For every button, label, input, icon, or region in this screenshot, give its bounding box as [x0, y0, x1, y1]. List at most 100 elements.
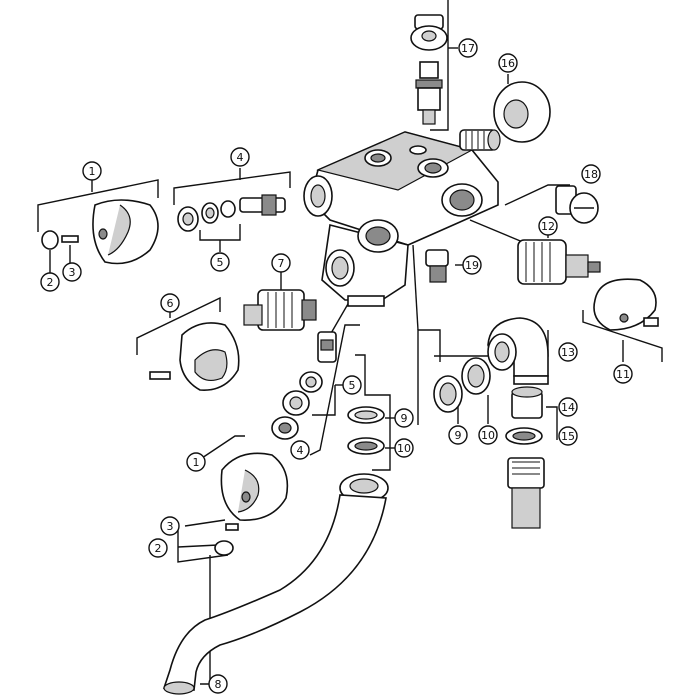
callout-c4b: 4	[290, 440, 310, 460]
callout-c15: 15	[558, 426, 578, 446]
callout-c12: 12	[538, 216, 558, 236]
callout-number: 17	[461, 42, 475, 55]
callout-number: 8	[215, 678, 222, 691]
callout-number: 2	[47, 276, 54, 289]
part-19-nipple	[425, 249, 449, 283]
callout-c2a: 2	[40, 272, 60, 292]
callout-number: 9	[455, 429, 462, 442]
part-7-cartridge	[243, 289, 317, 331]
callout-c17: 17	[458, 38, 478, 58]
callout-circle	[210, 252, 230, 272]
callout-c3b: 3	[160, 516, 180, 536]
callout-number: 2	[155, 542, 162, 555]
callout-c9b: 9	[448, 425, 468, 445]
callout-c9a: 9	[394, 408, 414, 428]
callout-circle	[478, 425, 498, 445]
callout-number: 6	[167, 297, 174, 310]
callout-circle	[186, 452, 206, 472]
callout-c3a: 3	[62, 262, 82, 282]
callout-circle	[160, 516, 180, 536]
part-1-handle-upper	[41, 199, 159, 265]
part-12-cartridge	[517, 239, 601, 285]
callout-number: 4	[297, 444, 304, 457]
callout-c16: 16	[498, 53, 518, 73]
callout-number: 15	[561, 430, 575, 443]
callout-c10b: 10	[478, 425, 498, 445]
callout-circle	[208, 674, 228, 694]
callout-circle	[394, 408, 414, 428]
callout-circle	[40, 272, 60, 292]
callout-number: 9	[401, 412, 408, 425]
callout-c1b: 1	[186, 452, 206, 472]
part-17-cap-assembly	[410, 14, 448, 125]
callout-circle	[558, 342, 578, 362]
callout-c1a: 1	[82, 161, 102, 181]
callout-c18: 18	[581, 164, 601, 184]
callout-c13: 13	[558, 342, 578, 362]
callout-c14: 14	[558, 397, 578, 417]
parts-9-10-rings-center	[347, 406, 385, 455]
callout-c11: 11	[613, 364, 633, 384]
callout-number: 13	[561, 346, 575, 359]
callout-c10a: 10	[394, 438, 414, 458]
callout-number: 7	[278, 257, 285, 270]
callout-circle	[458, 38, 478, 58]
callout-c2b: 2	[148, 538, 168, 558]
callout-c8: 8	[208, 674, 228, 694]
callout-circle	[448, 425, 468, 445]
callout-number: 18	[584, 168, 598, 181]
callout-number: 5	[349, 379, 356, 392]
part-13-elbow	[487, 317, 549, 385]
callout-number: 12	[541, 220, 555, 233]
callout-number: 1	[89, 165, 96, 178]
callout-number: 16	[501, 57, 515, 70]
callout-c7: 7	[271, 253, 291, 273]
callout-circle	[462, 255, 482, 275]
callout-c6: 6	[160, 293, 180, 313]
callout-circle	[538, 216, 558, 236]
callout-number: 14	[561, 401, 575, 414]
part-1-handle-lower	[214, 452, 289, 556]
part-18-plug	[555, 185, 599, 224]
callout-c4a: 4	[230, 147, 250, 167]
callout-circle	[271, 253, 291, 273]
callout-circle	[498, 53, 518, 73]
callout-circle	[290, 440, 310, 460]
callout-circle	[82, 161, 102, 181]
callout-c19: 19	[462, 255, 482, 275]
callout-circle	[342, 375, 362, 395]
parts-4-5-stem-lower	[271, 331, 337, 440]
callout-number: 11	[616, 368, 630, 381]
callout-number: 3	[69, 266, 76, 279]
part-16-wall-flange	[493, 81, 551, 143]
callout-number: 5	[217, 256, 224, 269]
callout-number: 10	[481, 429, 495, 442]
callout-circle	[160, 293, 180, 313]
leader-lines	[37, 0, 663, 685]
callout-circle	[62, 262, 82, 282]
callout-number: 4	[237, 151, 244, 164]
callout-circle	[394, 438, 414, 458]
callout-c5a: 5	[210, 252, 230, 272]
callout-circle	[613, 364, 633, 384]
callout-circle	[230, 147, 250, 167]
callout-number: 10	[397, 442, 411, 455]
valve-body	[303, 129, 501, 307]
callout-c5b: 5	[342, 375, 362, 395]
callout-number: 19	[465, 259, 479, 272]
callout-number: 3	[167, 520, 174, 533]
callout-number: 1	[193, 456, 200, 469]
callout-circle	[148, 538, 168, 558]
callout-circle	[558, 397, 578, 417]
callout-circle	[558, 426, 578, 446]
part-11-handle	[593, 278, 659, 331]
part-8-spout	[162, 473, 389, 695]
callout-circle	[581, 164, 601, 184]
parts-14-15-hose	[505, 386, 545, 529]
part-6-handle	[149, 322, 240, 391]
parts-9-10-rings-right	[433, 357, 491, 413]
parts-4-5-stem-upper	[177, 194, 286, 232]
